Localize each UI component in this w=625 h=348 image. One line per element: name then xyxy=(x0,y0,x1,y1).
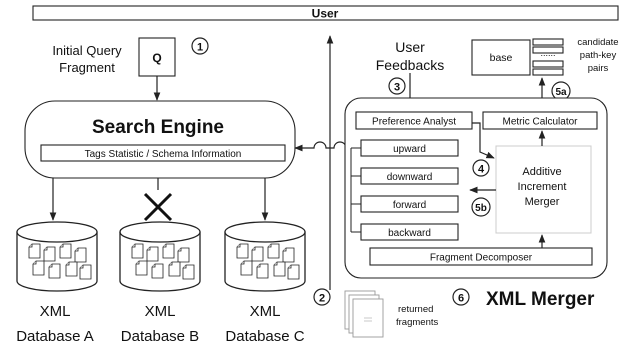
step-3-label: 3 xyxy=(394,82,400,94)
additive-label-line2: Increment xyxy=(518,181,567,193)
database-a-label-line2: Database A xyxy=(16,328,94,345)
step-2-badge xyxy=(313,288,331,306)
metric-calculator-box xyxy=(482,111,598,130)
database-b-icon xyxy=(119,221,201,292)
search-engine: Search Engine Tags Statistic / Schema In… xyxy=(24,100,296,179)
step-2-label: 2 xyxy=(319,293,325,305)
query-box-label: Q xyxy=(152,51,161,65)
initial-query-label-line1: Initial Query xyxy=(52,43,122,58)
additive-label-line1: Additive xyxy=(522,166,561,178)
database-b-label-line1: XML xyxy=(145,303,176,320)
candidate-label-line1: candidate xyxy=(577,37,618,48)
backward-box xyxy=(360,223,459,241)
user-bar: User xyxy=(32,5,619,21)
database-a-icon xyxy=(16,221,98,292)
returned-fragments-line2: fragments xyxy=(396,317,438,328)
metric-calculator-label: Metric Calculator xyxy=(502,117,578,128)
candidates-dots: ...... xyxy=(540,48,555,58)
database-c-icon xyxy=(224,221,306,292)
returned-fragments-line1: returned xyxy=(398,304,433,315)
query-box xyxy=(138,37,176,77)
initial-query: Initial Query Fragment Q 1 xyxy=(52,37,209,101)
step-4-badge xyxy=(472,159,490,177)
upward-label: upward xyxy=(393,144,426,155)
downward-label: downward xyxy=(387,172,433,183)
database-a-label-line1: XML xyxy=(40,303,71,320)
step-5b-label: 5b xyxy=(475,203,487,214)
backward-label: backward xyxy=(388,228,431,239)
database-c-label-line2: Database C xyxy=(225,328,304,345)
step-6-label: 6 xyxy=(458,293,464,305)
step-5a-label: 5a xyxy=(555,87,567,98)
additive-label-line3: Merger xyxy=(525,196,560,208)
upward-box xyxy=(360,139,459,157)
step-6-badge xyxy=(452,288,470,306)
fragment-decomposer-label: Fragment Decomposer xyxy=(430,253,533,264)
step-5b-badge xyxy=(471,197,491,217)
search-engine-title: Search Engine xyxy=(92,117,224,138)
forward-label: forward xyxy=(393,200,426,211)
step-1-label: 1 xyxy=(197,42,203,54)
schema-info-label: Tags Statistic / Schema Information xyxy=(85,149,242,160)
base-label: base xyxy=(490,52,513,64)
forward-box xyxy=(360,195,459,213)
xml-merger-title: XML Merger xyxy=(486,289,595,310)
database-c-label-line1: XML xyxy=(250,303,281,320)
step-1-badge xyxy=(191,37,209,55)
step-3-badge xyxy=(388,77,406,95)
user-feedbacks-line2: Feedbacks xyxy=(376,57,444,73)
blocked-x-icon xyxy=(143,192,173,222)
candidate-pairs-stack: base ...... xyxy=(471,38,564,76)
fragment-decomposer-box xyxy=(369,247,593,266)
candidate-label-line2: path-key xyxy=(580,50,617,61)
user-label: User xyxy=(312,7,339,21)
user-feedbacks-line1: User xyxy=(395,39,425,55)
returned-fragments-icon xyxy=(344,290,384,338)
preference-analyst-box xyxy=(355,111,473,130)
additive-increment-merger-box xyxy=(495,145,592,234)
downward-box xyxy=(360,167,459,185)
database-b-label-line2: Database B xyxy=(121,328,199,345)
initial-query-label-line2: Fragment xyxy=(59,60,115,75)
preference-analyst-label: Preference Analyst xyxy=(372,117,456,128)
candidate-label-line3: pairs xyxy=(588,63,609,74)
step-4-label: 4 xyxy=(478,164,485,176)
